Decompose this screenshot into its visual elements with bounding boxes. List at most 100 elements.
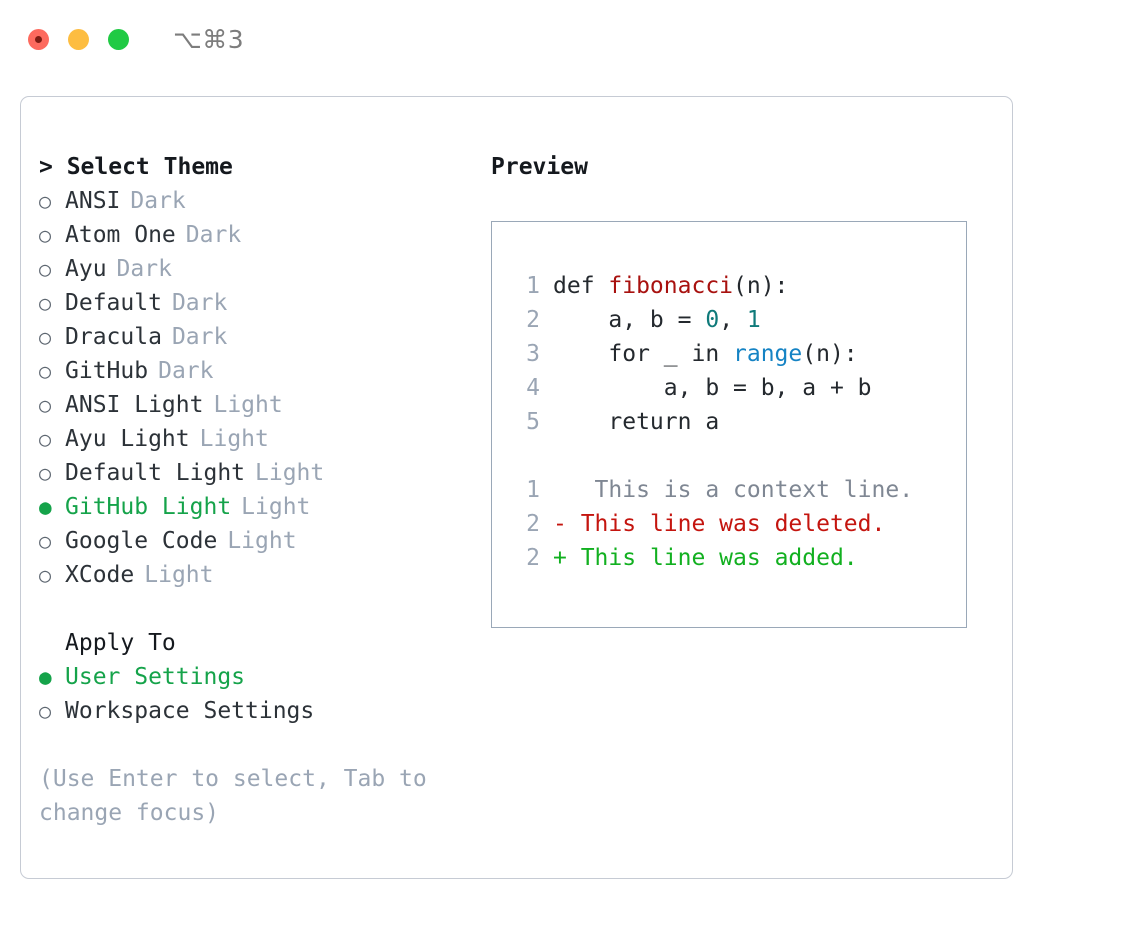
- code-line-text: return a: [553, 405, 719, 439]
- theme-option-label: Atom One: [65, 222, 176, 248]
- code-token-plain: a, b = b, a + b: [553, 375, 872, 401]
- diff-line-del: 2- This line was deleted.: [510, 507, 966, 541]
- theme-option-label: Dracula: [65, 324, 162, 350]
- theme-option-label: Default: [65, 290, 162, 316]
- theme-option-github-light[interactable]: ● GitHub Light Light: [39, 490, 491, 524]
- line-number: 2: [526, 307, 540, 333]
- code-token-num: 0: [705, 307, 720, 333]
- line-number: 2: [526, 511, 540, 537]
- diff-block: 1 This is a context line.2- This line wa…: [510, 473, 966, 575]
- code-line: 1 def fibonacci(n):: [510, 269, 966, 303]
- diff-line-text: This is a context line.: [566, 477, 914, 503]
- theme-option-variant: Light: [199, 426, 269, 452]
- radio-selected-icon[interactable]: ●: [39, 665, 52, 689]
- diff-marker: +: [553, 545, 567, 571]
- diff-marker: [553, 473, 567, 507]
- theme-option-label: ANSI: [65, 188, 121, 214]
- theme-option-xcode[interactable]: ○ XCode Light: [39, 558, 491, 592]
- radio-unselected-icon[interactable]: ○: [39, 291, 52, 315]
- line-number: 1: [526, 273, 540, 299]
- code-token-fn: fibonacci: [608, 273, 734, 299]
- theme-option-default[interactable]: ○ Default Dark: [39, 286, 491, 320]
- title-bar: ⌥⌘3: [0, 0, 1140, 78]
- minimize-window-icon[interactable]: [68, 28, 89, 50]
- apply-to-option-label: User Settings: [65, 664, 246, 690]
- code-token-plain: a, b =: [553, 307, 706, 333]
- theme-option-variant: Light: [144, 562, 214, 588]
- theme-option-variant: Light: [241, 494, 311, 520]
- theme-option-google-code[interactable]: ○ Google Code Light: [39, 524, 491, 558]
- apply-to-option-list: ● User Settings ○ Workspace Settings: [39, 660, 491, 728]
- apply-to-option-workspace-settings[interactable]: ○ Workspace Settings: [39, 694, 491, 728]
- apply-to-header: Apply To: [65, 630, 176, 656]
- radio-unselected-icon[interactable]: ○: [39, 257, 52, 281]
- theme-option-label: Google Code: [65, 528, 218, 554]
- radio-unselected-icon[interactable]: ○: [39, 461, 52, 485]
- theme-option-label: Default Light: [65, 460, 246, 486]
- theme-option-atom-one[interactable]: ○ Atom One Dark: [39, 218, 491, 252]
- code-token-plain: (n):: [802, 341, 858, 367]
- theme-option-ansi-light[interactable]: ○ ANSI Light Light: [39, 388, 491, 422]
- apply-to-option-user-settings[interactable]: ● User Settings: [39, 660, 491, 694]
- theme-option-variant: Dark: [158, 358, 214, 384]
- radio-unselected-icon[interactable]: ○: [39, 699, 52, 723]
- traffic-lights: [28, 28, 129, 50]
- line-number: 5: [526, 409, 540, 435]
- code-token-plain: (n):: [733, 273, 789, 299]
- code-line: 5 return a: [510, 405, 966, 439]
- diff-line-text: This line was added.: [566, 545, 858, 571]
- theme-option-variant: Light: [255, 460, 325, 486]
- theme-option-label: ANSI Light: [65, 392, 204, 418]
- radio-unselected-icon[interactable]: ○: [39, 393, 52, 417]
- radio-unselected-icon[interactable]: ○: [39, 563, 52, 587]
- radio-unselected-icon[interactable]: ○: [39, 359, 52, 383]
- theme-option-ayu[interactable]: ○ Ayu Dark: [39, 252, 491, 286]
- code-token-plain: return a: [553, 409, 720, 435]
- theme-option-default-light[interactable]: ○ Default Light Light: [39, 456, 491, 490]
- code-line: 4 a, b = b, a + b: [510, 371, 966, 405]
- code-line-text: a, b = 0, 1: [553, 303, 760, 337]
- radio-unselected-icon[interactable]: ○: [39, 189, 52, 213]
- preview-title: Preview: [491, 154, 588, 180]
- line-number: 4: [526, 375, 540, 401]
- theme-option-variant: Dark: [116, 256, 172, 282]
- code-line: 2 a, b = 0, 1: [510, 303, 966, 337]
- code-token-plain: ,: [719, 307, 747, 333]
- code-line: 3 for _ in range(n):: [510, 337, 966, 371]
- code-token-plain: def: [553, 273, 609, 299]
- radio-unselected-icon[interactable]: ○: [39, 325, 52, 349]
- theme-option-variant: Dark: [171, 290, 228, 316]
- theme-option-variant: Dark: [185, 222, 242, 248]
- code-token-builtin: range: [733, 341, 803, 367]
- apply-to-option-label: Workspace Settings: [65, 698, 315, 724]
- close-window-icon[interactable]: [28, 28, 49, 50]
- radio-unselected-icon[interactable]: ○: [39, 427, 52, 451]
- diff-line-ctx: 1 This is a context line.: [510, 473, 966, 507]
- code-line-text: for _ in range(n):: [553, 337, 858, 371]
- code-token-plain: for _ in: [553, 341, 734, 367]
- theme-option-variant: Light: [227, 528, 297, 554]
- radio-unselected-icon[interactable]: ○: [39, 223, 52, 247]
- line-number: 1: [526, 477, 540, 503]
- line-number: 3: [526, 341, 540, 367]
- theme-option-label: Ayu: [65, 256, 107, 282]
- theme-option-variant: Light: [213, 392, 283, 418]
- radio-selected-icon[interactable]: ●: [39, 495, 52, 519]
- radio-unselected-icon[interactable]: ○: [39, 529, 52, 553]
- diff-marker: -: [553, 511, 567, 537]
- window-shortcut-label: ⌥⌘3: [173, 24, 245, 54]
- line-number: 2: [526, 545, 540, 571]
- code-line-text: a, b = b, a + b: [553, 371, 872, 405]
- maximize-window-icon[interactable]: [108, 28, 129, 50]
- theme-option-label: GitHub Light: [65, 494, 232, 520]
- theme-option-label: XCode: [65, 562, 135, 588]
- diff-line-text: This line was deleted.: [566, 511, 886, 537]
